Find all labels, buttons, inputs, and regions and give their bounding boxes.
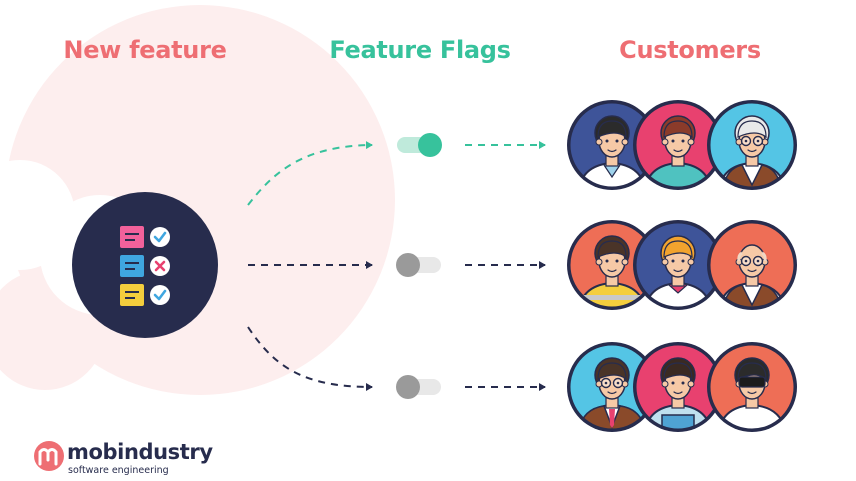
check-icon [150, 227, 170, 247]
customer-group [567, 342, 797, 432]
customer-group [567, 220, 797, 310]
cross-icon [150, 256, 170, 276]
feature-flag-toggle[interactable] [397, 133, 442, 157]
check-icon [150, 285, 170, 305]
checklist-row [120, 284, 170, 306]
checklist-row [120, 226, 170, 248]
toggle-knob [418, 133, 442, 157]
customer-avatar [567, 220, 657, 310]
note-icon [120, 255, 144, 277]
customers-heading: Customers [619, 36, 761, 64]
note-icon [120, 284, 144, 306]
mobindustry-logo-icon [34, 441, 64, 471]
feature-flag-toggle[interactable] [396, 375, 441, 399]
customer-avatar [707, 342, 797, 432]
toggle-knob [396, 375, 420, 399]
customer-avatar [707, 220, 797, 310]
arrow-to-flag-3 [247, 326, 373, 391]
checklist-row [120, 255, 170, 277]
logo-name: mobindustry [67, 440, 213, 464]
feature-flags-heading: Feature Flags [329, 36, 511, 64]
customer-group [567, 100, 797, 190]
toggle-knob [396, 253, 420, 277]
feature-checklist-icon [72, 192, 218, 338]
arrow-to-flag-1 [247, 141, 373, 206]
feature-flag-toggle[interactable] [396, 253, 441, 277]
new-feature-heading: New feature [63, 36, 227, 64]
logo-tagline: software engineering [68, 465, 169, 476]
note-icon [120, 226, 144, 248]
customer-avatar [633, 220, 723, 310]
customer-avatar [707, 100, 797, 190]
